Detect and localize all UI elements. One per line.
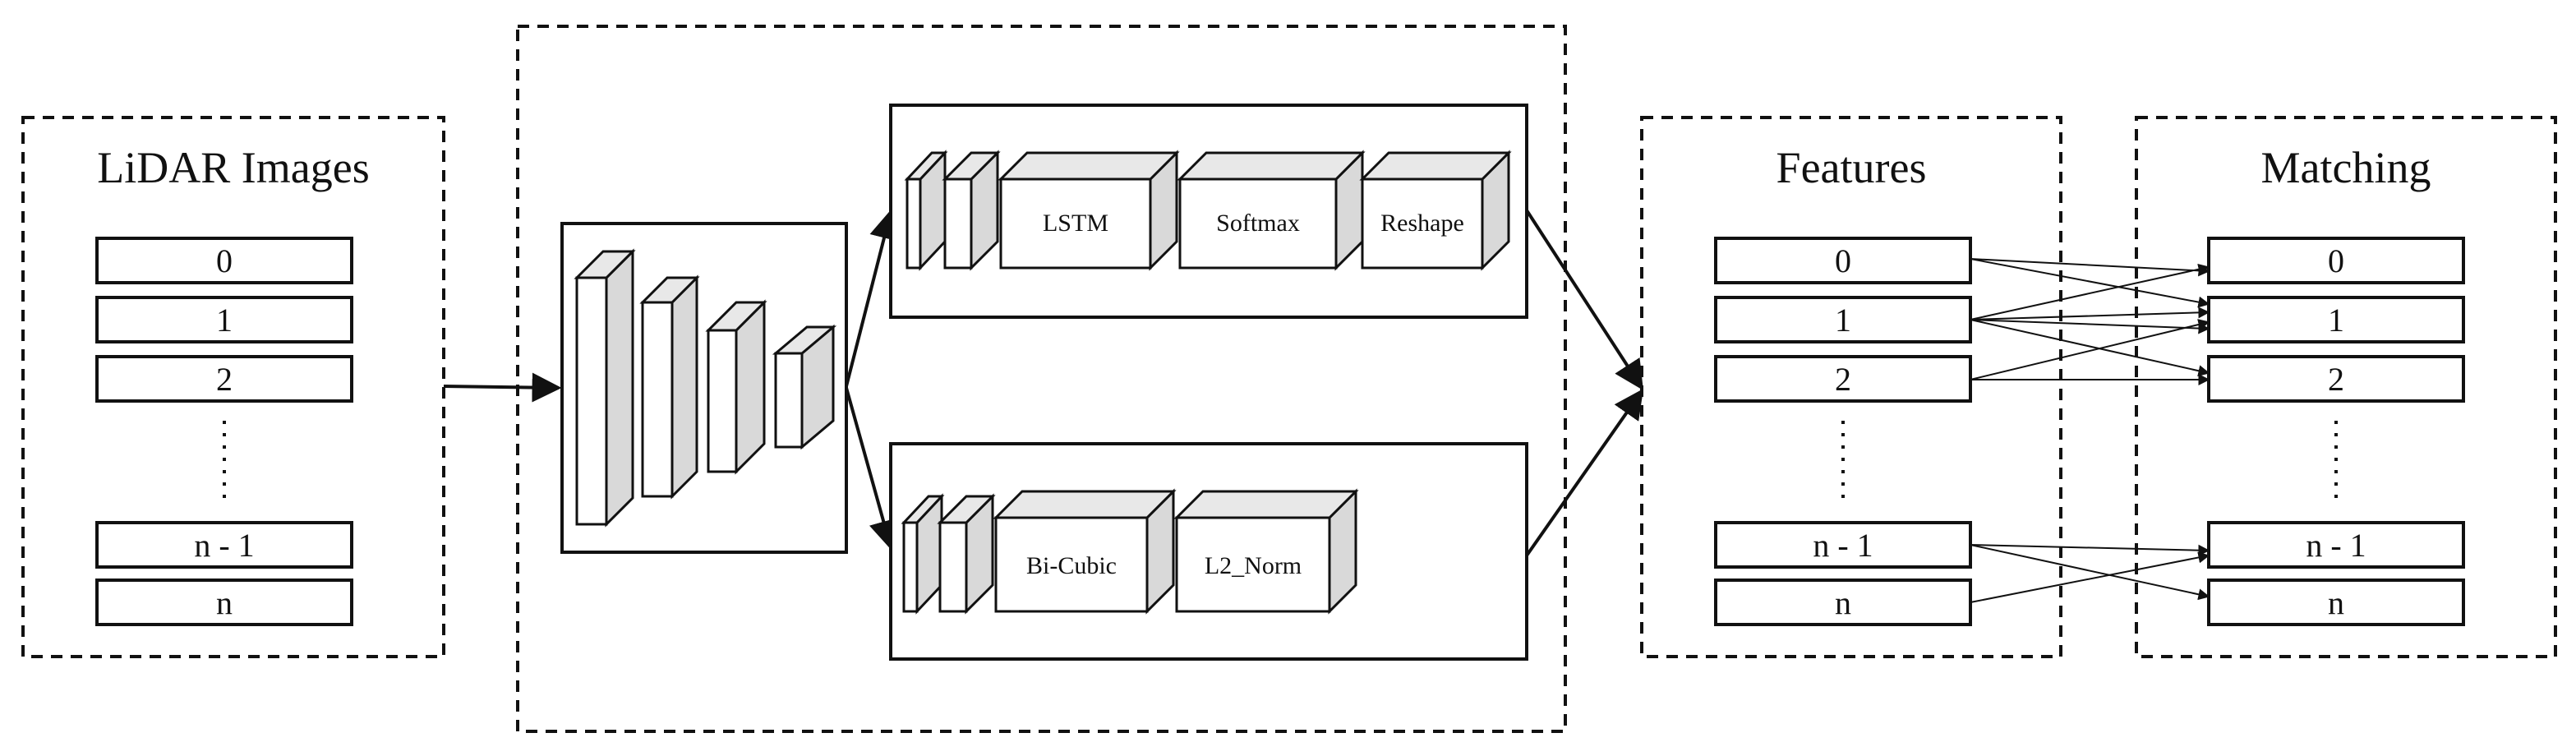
match-arrow [1970, 319, 2210, 380]
feature-item-label: 0 [1835, 242, 1851, 279]
matching-panel-title: Matching [2261, 143, 2431, 192]
match-arrow [1970, 319, 2210, 334]
match-arrow [1970, 307, 2210, 320]
match-item-label: n - 1 [2306, 527, 2366, 564]
match-arrow [1970, 258, 2210, 277]
match-arrow [1970, 551, 2210, 603]
lstm-layer-block: LSTM [998, 150, 1180, 271]
lidar-item-2: 2 [95, 355, 353, 403]
match-item-label: 1 [2328, 302, 2344, 339]
softmax-label: Softmax [1216, 210, 1300, 237]
match-arrows [1970, 258, 2210, 603]
match-arrow [1970, 544, 2210, 601]
encoder-box [560, 222, 848, 554]
feature-item-label: 2 [1835, 361, 1851, 398]
lidar-panel-title: LiDAR Images [97, 143, 369, 192]
lidar-item-label: 2 [216, 361, 233, 398]
match-arrow [1970, 258, 2210, 308]
feature-item-2: 2 [1714, 355, 1972, 403]
small-layer-block [904, 150, 948, 271]
lidar-item-label: 0 [216, 242, 233, 279]
match-arrow [1970, 544, 2210, 556]
lidar-item-label: n [216, 584, 233, 621]
match-arrow [1970, 263, 2210, 320]
conv-block [705, 299, 767, 475]
small-layer-block [901, 493, 945, 615]
lidar-item-1: 1 [95, 296, 353, 343]
bicubic-label: Bi-Cubic [1026, 552, 1117, 579]
lidar-images-panel: LiDAR Images 0 1 2 n - 1 n [21, 116, 445, 658]
small-layer-block [937, 493, 996, 615]
feature-item-n-1: n - 1 [1714, 521, 1972, 569]
lstm-label: LSTM [1043, 210, 1108, 237]
bicubic-layer-block: Bi-Cubic [993, 488, 1177, 615]
arrow-encoder-to-top-branch [845, 209, 899, 387]
match-item-label: 2 [2328, 361, 2344, 398]
feature-item-label: n - 1 [1813, 527, 1873, 564]
match-item-label: 0 [2328, 242, 2344, 279]
match-item-2: 2 [2207, 355, 2465, 403]
feature-item-label: 1 [1835, 302, 1851, 339]
features-panel-title: Features [1776, 143, 1927, 192]
feature-item-n: n [1714, 579, 1972, 626]
arrow-bottom-branch-to-features [1525, 389, 1644, 557]
match-item-label: n [2328, 584, 2344, 621]
match-item-n: n [2207, 579, 2465, 626]
reshape-layer-block: Reshape [1359, 150, 1512, 271]
match-arrow [1970, 319, 2210, 377]
lidar-item-label: 1 [216, 302, 233, 339]
lidar-item-0: 0 [95, 237, 353, 284]
conv-block [772, 324, 837, 450]
match-item-1: 1 [2207, 296, 2465, 343]
lidar-item-n-1: n - 1 [95, 521, 353, 569]
match-item-0: 0 [2207, 237, 2465, 284]
small-layer-block [942, 150, 1001, 271]
softmax-layer-block: Softmax [1177, 150, 1366, 271]
match-item-n-1: n - 1 [2207, 521, 2465, 569]
arrow-top-branch-to-features [1525, 209, 1643, 391]
l2norm-layer-block: L2_Norm [1173, 488, 1359, 615]
feature-item-0: 0 [1714, 237, 1972, 284]
network-panel: LSTM Softmax Reshape [516, 25, 1567, 733]
arrow-lidar-to-encoder [443, 372, 562, 403]
feature-item-label: n [1835, 584, 1851, 621]
top-branch-box: LSTM Softmax Reshape [889, 104, 1528, 319]
conv-block [639, 274, 700, 500]
matching-panel: Matching 0 1 2 n - 1 n [2135, 116, 2557, 658]
lidar-item-n: n [95, 579, 353, 626]
features-panel: Features 0 1 2 n - 1 n [1640, 116, 2062, 658]
lidar-item-label: n - 1 [194, 527, 254, 564]
arrow-encoder-to-bottom-branch [845, 387, 898, 551]
reshape-label: Reshape [1380, 210, 1464, 237]
bottom-branch-box: Bi-Cubic L2_Norm [889, 442, 1528, 661]
feature-item-1: 1 [1714, 296, 1972, 343]
l2norm-label: L2_Norm [1205, 552, 1302, 579]
conv-block [574, 248, 636, 528]
